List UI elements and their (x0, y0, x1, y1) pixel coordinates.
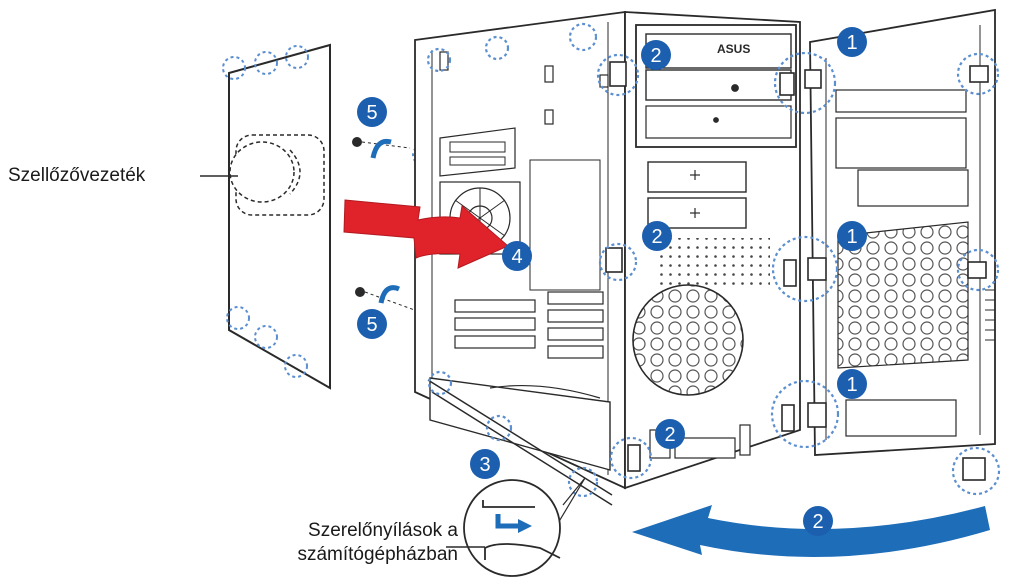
svg-text:1: 1 (846, 374, 857, 396)
install-direction-arrow (343, 199, 509, 269)
svg-text:1: 1 (846, 226, 857, 248)
front-bezel (809, 8, 996, 456)
step-badge-2: 2 (803, 506, 833, 536)
slot-detail-magnifier (463, 477, 586, 577)
step-badge-1: 1 (837, 369, 867, 399)
side-panel (222, 43, 331, 390)
mounting-slots-label: Szerelőnyílások a számítógépházban (226, 519, 458, 567)
step-badge-2: 2 (641, 40, 671, 70)
step-badge-5: 5 (357, 97, 387, 127)
svg-text:3: 3 (479, 454, 490, 476)
chassis-bottom-rail (427, 379, 613, 506)
step-badge-1: 1 (837, 27, 867, 57)
step-badge-4: 4 (502, 241, 532, 271)
step-badge-2: 2 (642, 221, 672, 251)
highlight-circles (426, 22, 1001, 498)
drive-brand-text: ASUS (717, 42, 750, 56)
air-duct-label: Szellőzővezeték (8, 165, 146, 186)
svg-text:1: 1 (846, 32, 857, 54)
step-badges: 1 1 1 2 2 2 2 3 4 5 5 (357, 27, 867, 536)
svg-text:4: 4 (511, 246, 522, 268)
mounting-slots-label-line2: számítógépházban (297, 544, 458, 565)
svg-text:2: 2 (650, 45, 661, 67)
step-badge-2: 2 (655, 419, 685, 449)
mounting-slots-label-line1: Szerelőnyílások a (308, 520, 458, 541)
svg-text:2: 2 (664, 424, 675, 446)
svg-text:5: 5 (366, 102, 377, 124)
front-section (624, 11, 801, 490)
svg-text:5: 5 (366, 314, 377, 336)
step-badge-5: 5 (357, 309, 387, 339)
step-badge-1: 1 (837, 221, 867, 251)
svg-text:2: 2 (812, 511, 823, 533)
svg-text:2: 2 (651, 226, 662, 248)
step-badge-3: 3 (470, 449, 500, 479)
bezel-tabs (605, 61, 989, 481)
